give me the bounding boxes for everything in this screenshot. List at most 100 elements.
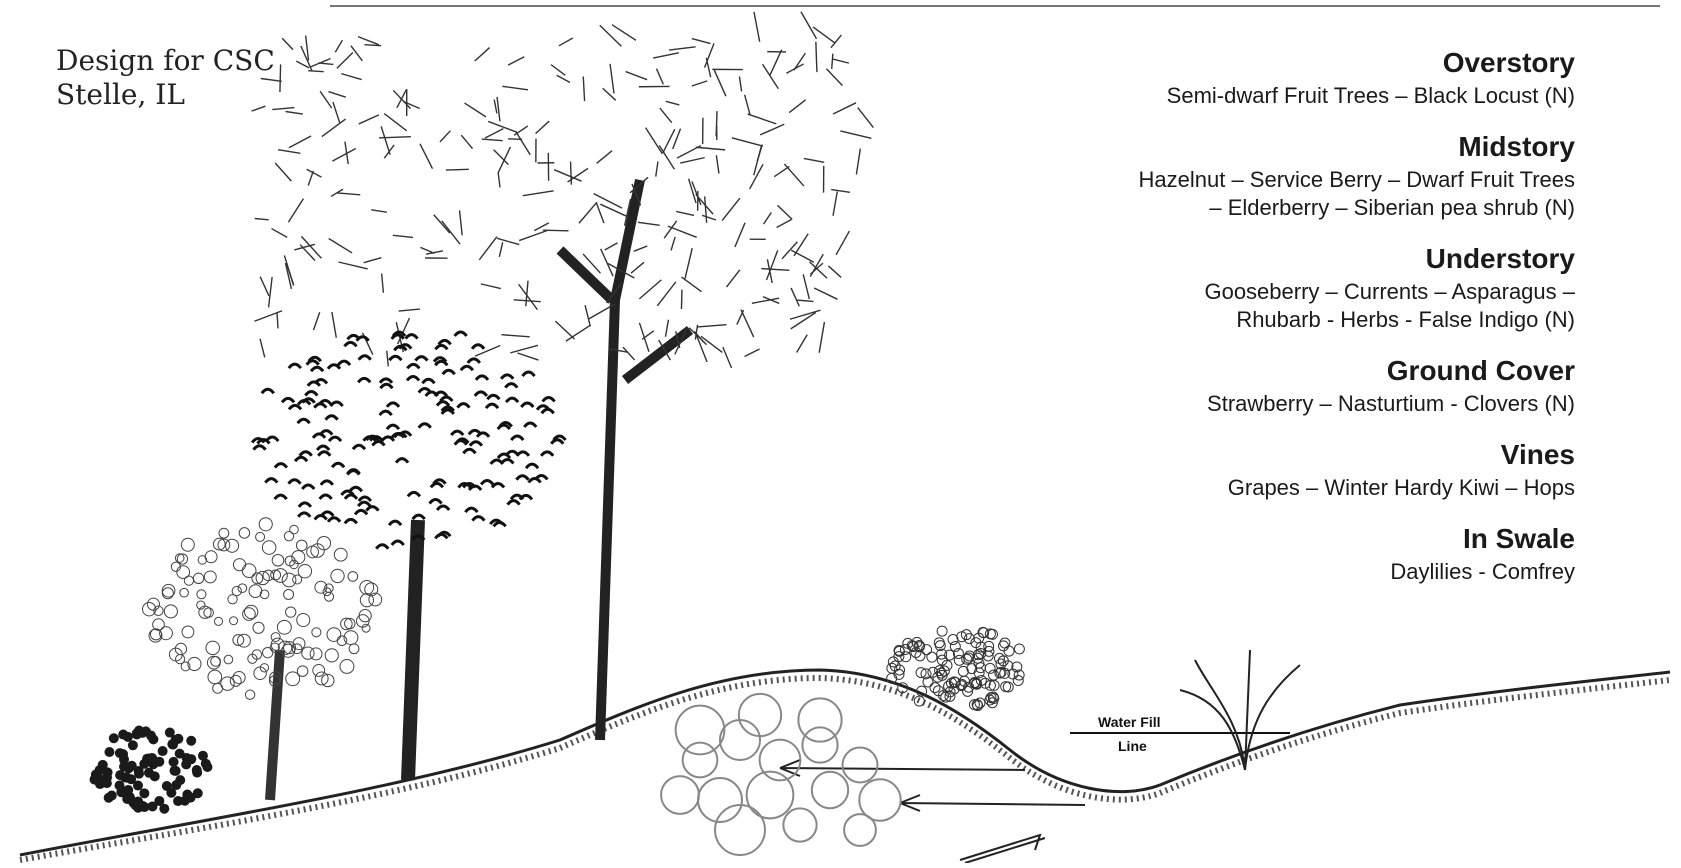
- midstory-leaf: [451, 431, 463, 435]
- shrub-leaf: [104, 793, 114, 803]
- midstory-leaf: [298, 513, 310, 517]
- shrub-leaf: [198, 751, 208, 761]
- overstory-leaf: [382, 274, 384, 293]
- overstory-leaf: [543, 230, 569, 231]
- midstory-leaf: [314, 404, 326, 408]
- midstory-leaf: [492, 483, 504, 487]
- overstory-leaf: [657, 282, 676, 306]
- understory-leaf: [290, 525, 299, 534]
- overstory-leaf: [384, 114, 407, 131]
- midstory-leaf: [437, 506, 449, 510]
- overstory-leaf: [623, 347, 635, 360]
- midstory-leaf: [380, 411, 392, 415]
- midstory-leaf: [422, 379, 434, 383]
- midstory-leaf: [302, 485, 314, 489]
- understory-leaf: [226, 539, 239, 552]
- overstory-leaf: [761, 269, 789, 271]
- overstory-leaf: [786, 64, 803, 73]
- layer-legend: Overstory Semi-dwarf Fruit Trees – Black…: [815, 48, 1575, 608]
- understory-leaf: [245, 605, 258, 618]
- understory-leaf: [327, 628, 341, 642]
- overstory-leaf: [498, 147, 510, 173]
- understory-leaf: [208, 670, 222, 684]
- overstory-leaf: [333, 102, 340, 123]
- overstory-leaf: [659, 145, 674, 169]
- overstory-leaf: [255, 218, 269, 219]
- midstory-leaf: [524, 423, 536, 427]
- berm-rock: [715, 805, 765, 855]
- understory-leaf: [219, 528, 229, 538]
- overstory-leaf: [612, 25, 636, 41]
- understory-leaf: [221, 677, 234, 690]
- midstory-leaf: [413, 515, 425, 519]
- overstory-leaf: [697, 325, 726, 327]
- berm-shrub-leaf: [1014, 644, 1024, 654]
- overstory-leaf: [481, 284, 501, 289]
- overstory-leaf: [716, 155, 719, 173]
- overstory-leaf: [497, 238, 519, 244]
- overstory-leaf: [646, 128, 663, 154]
- overstory-leaf: [371, 210, 387, 212]
- understory-leaf: [245, 690, 254, 699]
- overstory-leaf: [692, 81, 707, 86]
- overstory-leaf: [656, 161, 658, 176]
- legend-layer-ground-cover: Ground Cover Strawberry – Nasturtium - C…: [815, 356, 1575, 418]
- overstory-leaf: [559, 38, 573, 46]
- overstory-leaf: [789, 100, 805, 113]
- overstory-leaf: [610, 64, 614, 94]
- overstory-leaf: [475, 48, 490, 62]
- shrub-leaf: [124, 763, 134, 773]
- overstory-leaf: [485, 129, 503, 138]
- overstory-leaf: [631, 262, 644, 273]
- overstory-leaf: [420, 144, 433, 169]
- overstory-leaf: [534, 223, 549, 231]
- overstory-leaf: [282, 38, 293, 49]
- midstory-leaf: [475, 392, 487, 396]
- overstory-leaf: [680, 158, 704, 163]
- midstory-leaf: [348, 335, 360, 339]
- overstory-leaf: [308, 71, 323, 72]
- overstory-leaf: [689, 328, 706, 345]
- midstory-leaf: [426, 392, 438, 396]
- overstory-leaf: [551, 65, 565, 76]
- overstory-leaf: [555, 321, 574, 339]
- midstory-leaf: [476, 376, 488, 380]
- overstory-leaf: [653, 53, 679, 58]
- overstory-leaf: [313, 312, 319, 330]
- overstory-leaf: [341, 74, 361, 80]
- overstory-leaf: [745, 349, 760, 357]
- berm-shrub-leaf: [1004, 646, 1014, 656]
- overstory-leaf: [260, 277, 269, 296]
- midstory-leaf: [541, 452, 553, 456]
- berm-rock: [676, 706, 725, 755]
- midstory-leaf: [320, 431, 332, 435]
- shrub-leaf: [159, 804, 169, 814]
- midstory-leaf: [359, 356, 371, 360]
- overstory-leaf: [332, 312, 336, 338]
- midstory-leaf: [494, 522, 506, 526]
- midstory-leaf: [517, 452, 529, 456]
- midstory-leaf: [543, 398, 555, 402]
- shrub-leaf: [169, 757, 179, 767]
- understory-leaf: [313, 665, 325, 677]
- midstory-leaf: [537, 406, 549, 410]
- overstory-leaf: [498, 172, 500, 187]
- shrub-leaf: [147, 753, 157, 763]
- overstory-leaf: [791, 288, 799, 306]
- shrub-leaf: [134, 769, 144, 779]
- overstory-leaf: [501, 335, 529, 337]
- overstory-leaf: [335, 40, 342, 52]
- midstory-leaf: [406, 335, 418, 339]
- shrub-leaf: [202, 762, 212, 772]
- understory-leaf: [180, 588, 189, 597]
- overstory-leaf: [271, 229, 287, 238]
- overstory-leaf: [523, 191, 554, 196]
- overstory-leaf: [735, 223, 745, 247]
- berm-rock: [802, 727, 837, 762]
- midstory-leaf: [359, 497, 371, 501]
- overstory-leaf: [791, 250, 814, 262]
- title-line-1: Design for CSC: [56, 44, 275, 78]
- overstory-leaf: [328, 92, 345, 98]
- overstory-leaf: [440, 131, 450, 142]
- understory-leaf: [239, 528, 250, 539]
